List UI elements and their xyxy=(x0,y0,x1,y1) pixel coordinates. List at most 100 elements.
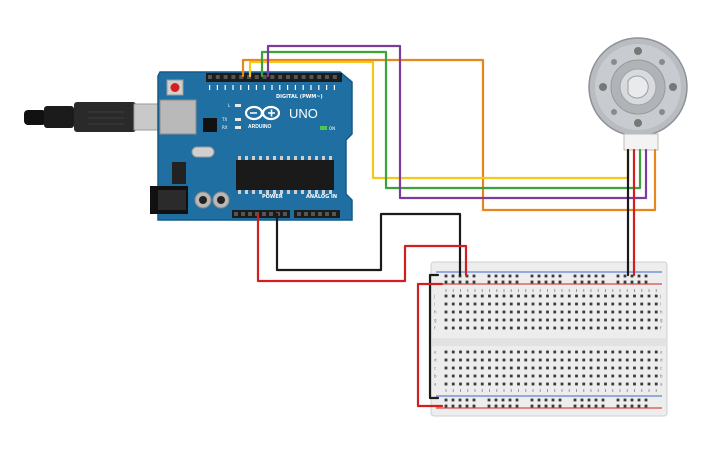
digital-pin[interactable] xyxy=(208,75,212,79)
breadboard-hole[interactable] xyxy=(625,358,629,362)
breadboard-hole[interactable] xyxy=(589,382,593,386)
breadboard-hole[interactable] xyxy=(567,318,571,322)
power-pin[interactable] xyxy=(269,212,273,216)
breadboard-hole[interactable] xyxy=(494,280,498,284)
breadboard-hole[interactable] xyxy=(596,350,600,354)
breadboard-hole[interactable] xyxy=(459,350,462,354)
breadboard-hole[interactable] xyxy=(501,274,505,278)
power-pin[interactable] xyxy=(248,212,252,216)
breadboard-hole[interactable] xyxy=(538,350,542,354)
breadboard-hole[interactable] xyxy=(509,350,513,354)
breadboard-hole[interactable] xyxy=(480,310,484,314)
breadboard-hole[interactable] xyxy=(582,294,586,298)
breadboard-hole[interactable] xyxy=(601,280,605,284)
breadboard-hole[interactable] xyxy=(575,358,578,362)
breadboard-hole[interactable] xyxy=(623,404,627,408)
breadboard-hole[interactable] xyxy=(459,302,462,306)
breadboard-hole[interactable] xyxy=(488,318,491,322)
breadboard-hole[interactable] xyxy=(604,358,607,362)
breadboard-hole[interactable] xyxy=(594,398,598,402)
breadboard-hole[interactable] xyxy=(459,382,462,386)
breadboard-hole[interactable] xyxy=(551,274,555,278)
breadboard-hole[interactable] xyxy=(633,366,636,370)
breadboard-hole[interactable] xyxy=(509,366,513,370)
breadboard-hole[interactable] xyxy=(558,398,562,402)
breadboard-hole[interactable] xyxy=(560,350,564,354)
breadboard-hole[interactable] xyxy=(488,310,491,314)
breadboard-hole[interactable] xyxy=(538,374,542,378)
breadboard-hole[interactable] xyxy=(466,318,470,322)
breadboard-hole[interactable] xyxy=(611,318,615,322)
breadboard-hole[interactable] xyxy=(466,358,470,362)
breadboard-hole[interactable] xyxy=(654,358,658,362)
breadboard-hole[interactable] xyxy=(637,404,641,408)
breadboard-hole[interactable] xyxy=(451,302,455,306)
breadboard-hole[interactable] xyxy=(444,326,448,330)
breadboard-hole[interactable] xyxy=(537,398,541,402)
power-pin[interactable] xyxy=(234,212,238,216)
breadboard-hole[interactable] xyxy=(573,280,577,284)
breadboard-hole[interactable] xyxy=(630,404,634,408)
breadboard-hole[interactable] xyxy=(517,326,520,330)
breadboard-hole[interactable] xyxy=(466,382,470,386)
breadboard-hole[interactable] xyxy=(551,280,555,284)
breadboard-hole[interactable] xyxy=(480,302,484,306)
breadboard-hole[interactable] xyxy=(644,274,648,278)
analog-pin[interactable] xyxy=(311,212,315,216)
breadboard-hole[interactable] xyxy=(604,374,607,378)
breadboard-hole[interactable] xyxy=(444,294,448,298)
breadboard-hole[interactable] xyxy=(567,366,571,370)
breadboard-hole[interactable] xyxy=(630,280,634,284)
breadboard-hole[interactable] xyxy=(587,274,591,278)
breadboard-hole[interactable] xyxy=(502,294,506,298)
breadboard-hole[interactable] xyxy=(647,294,651,298)
breadboard-hole[interactable] xyxy=(573,404,577,408)
breadboard-hole[interactable] xyxy=(531,358,535,362)
breadboard-hole[interactable] xyxy=(553,366,557,370)
breadboard-hole[interactable] xyxy=(494,274,498,278)
breadboard-hole[interactable] xyxy=(567,326,571,330)
digital-pin[interactable] xyxy=(325,75,329,79)
breadboard-hole[interactable] xyxy=(616,280,620,284)
breadboard-hole[interactable] xyxy=(524,318,528,322)
breadboard-hole[interactable] xyxy=(654,366,658,370)
breadboard-hole[interactable] xyxy=(567,294,571,298)
breadboard-hole[interactable] xyxy=(473,366,477,370)
breadboard-hole[interactable] xyxy=(459,310,462,314)
breadboard-hole[interactable] xyxy=(459,326,462,330)
breadboard-hole[interactable] xyxy=(640,294,644,298)
breadboard-hole[interactable] xyxy=(473,302,477,306)
breadboard-hole[interactable] xyxy=(644,280,648,284)
breadboard-hole[interactable] xyxy=(582,366,586,370)
breadboard-hole[interactable] xyxy=(524,374,528,378)
breadboard-hole[interactable] xyxy=(487,280,491,284)
breadboard-hole[interactable] xyxy=(531,350,535,354)
breadboard-hole[interactable] xyxy=(580,404,584,408)
breadboard-hole[interactable] xyxy=(444,366,448,370)
breadboard-hole[interactable] xyxy=(611,382,615,386)
breadboard-hole[interactable] xyxy=(596,326,600,330)
breadboard-hole[interactable] xyxy=(625,366,629,370)
breadboard-hole[interactable] xyxy=(502,382,506,386)
breadboard-hole[interactable] xyxy=(623,280,627,284)
breadboard-hole[interactable] xyxy=(444,382,448,386)
breadboard-hole[interactable] xyxy=(524,366,528,370)
breadboard-hole[interactable] xyxy=(640,318,644,322)
digital-pin[interactable] xyxy=(278,75,283,79)
breadboard-hole[interactable] xyxy=(596,310,600,314)
breadboard-hole[interactable] xyxy=(538,326,542,330)
breadboard-hole[interactable] xyxy=(517,318,520,322)
breadboard-hole[interactable] xyxy=(647,310,651,314)
breadboard-hole[interactable] xyxy=(558,280,562,284)
breadboard-hole[interactable] xyxy=(618,382,622,386)
breadboard-hole[interactable] xyxy=(546,302,549,306)
breadboard-hole[interactable] xyxy=(444,398,448,402)
breadboard-hole[interactable] xyxy=(524,294,528,298)
breadboard-hole[interactable] xyxy=(616,274,620,278)
breadboard-hole[interactable] xyxy=(616,398,620,402)
breadboard-hole[interactable] xyxy=(473,350,477,354)
breadboard-hole[interactable] xyxy=(640,310,644,314)
breadboard-hole[interactable] xyxy=(560,358,564,362)
breadboard-hole[interactable] xyxy=(604,366,607,370)
breadboard-hole[interactable] xyxy=(524,310,528,314)
